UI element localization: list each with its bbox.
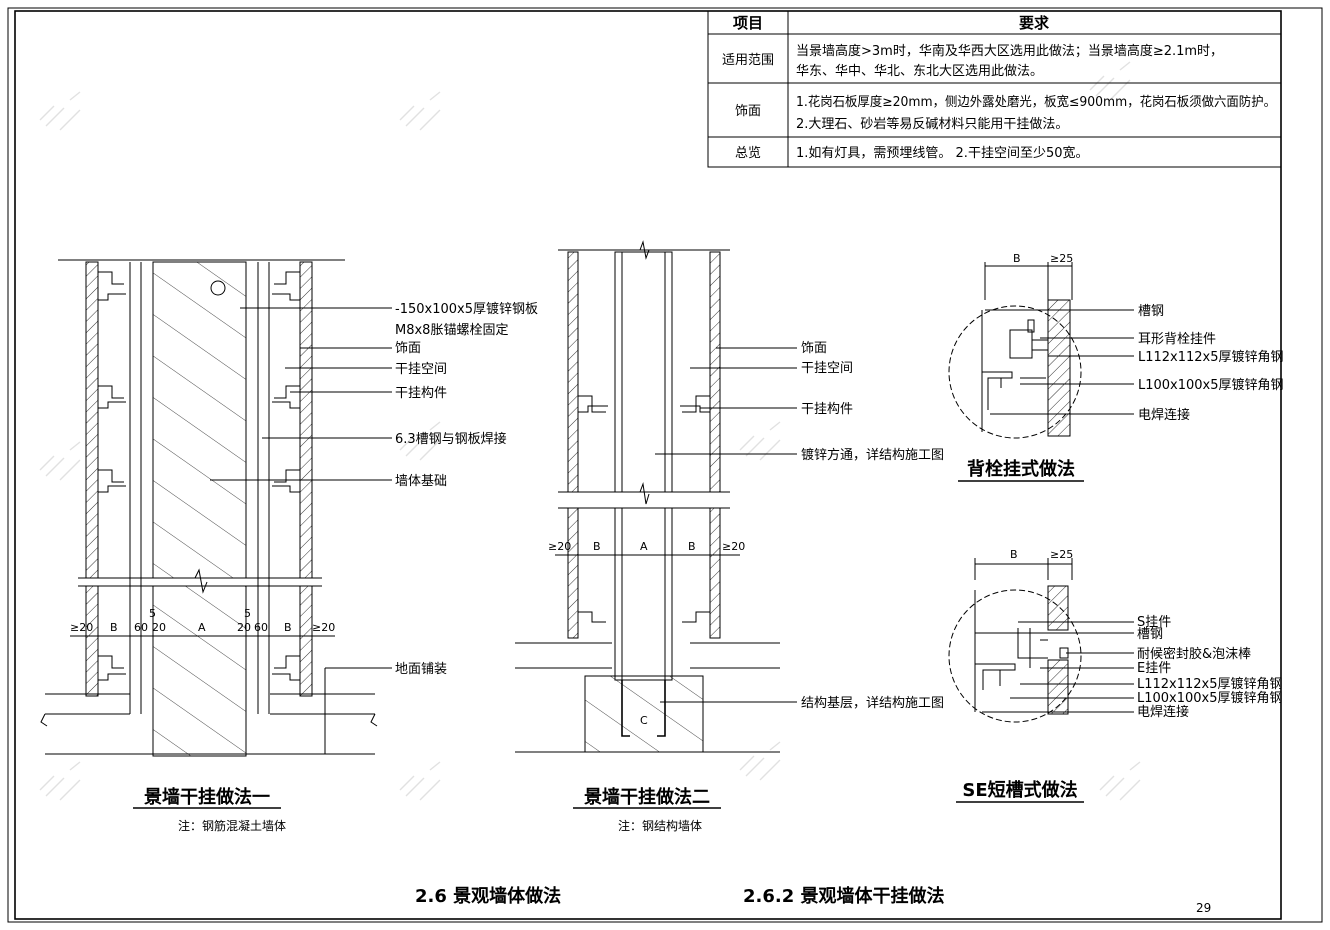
label-angle-112-4: L112x112x5厚镀锌角钢	[1137, 676, 1283, 692]
svg-text:B: B	[1013, 252, 1021, 265]
detail-1-note: 注：钢筋混凝土墙体	[178, 818, 286, 833]
label-paving: 地面铺装	[395, 662, 447, 677]
label-structure-base: 结构基层，详结构施工图	[801, 696, 944, 711]
label-bracket: 干挂构件	[395, 386, 447, 401]
detail-3-dimensions: B ≥25	[1013, 252, 1073, 265]
svg-text:B: B	[110, 621, 118, 634]
svg-text:≥25: ≥25	[1050, 252, 1073, 265]
svg-text:5: 5	[149, 607, 156, 620]
svg-text:≥25: ≥25	[1050, 548, 1073, 561]
label-channel-weld: 6.3槽钢与钢板焊接	[395, 431, 507, 447]
detail-1-dimensions: ≥20 B 60 20 A 20 60 B ≥20 5 5	[70, 607, 335, 634]
label-finish-2: 饰面	[801, 341, 827, 356]
detail-4-dimensions: B ≥25	[1010, 548, 1073, 561]
label-sealant: 耐候密封胶&泡沫棒	[1137, 646, 1251, 662]
table-header-requirement: 要求	[1019, 14, 1050, 32]
row-finish-line1: 1.花岗石板厚度≥20mm，侧边外露处磨光，板宽≤900mm，花岗石板须做六面防…	[796, 94, 1276, 110]
section-title: 2.6 景观墙体做法	[415, 885, 561, 907]
label-anchor-bolt: M8x8胀锚螺栓固定	[395, 323, 508, 338]
svg-text:B: B	[1010, 548, 1018, 561]
svg-text:≥20: ≥20	[548, 540, 571, 553]
svg-text:≥20: ≥20	[312, 621, 335, 634]
svg-text:≥20: ≥20	[70, 621, 93, 634]
label-weld: 电焊连接	[1138, 407, 1190, 423]
svg-text:A: A	[198, 621, 206, 634]
label-e-hanger: E挂件	[1137, 661, 1171, 676]
svg-text:20: 20	[152, 621, 166, 634]
row-scope-line1: 当景墙高度>3m时，华南及华西大区选用此做法；当景墙高度≥2.1m时，	[796, 43, 1223, 59]
svg-text:5: 5	[244, 607, 251, 620]
row-finish-line2: 2.大理石、砂岩等易反碱材料只能用干挂做法。	[796, 116, 1068, 132]
label-finish: 饰面	[395, 341, 421, 356]
detail-4-labels: S挂件 槽钢 耐候密封胶&泡沫棒 E挂件 L112x112x5厚镀锌角钢 L10…	[975, 615, 1283, 720]
svg-text:20: 20	[237, 621, 251, 634]
svg-text:≥20: ≥20	[722, 540, 745, 553]
label-tube: 镀锌方通，详结构施工图	[801, 447, 944, 463]
svg-text:B: B	[593, 540, 601, 553]
detail-4-drawing	[948, 558, 1082, 723]
page-number: 29	[1196, 901, 1211, 915]
label-back-bolt: 耳形背栓挂件	[1138, 332, 1216, 347]
label-s-hanger: S挂件	[1137, 615, 1171, 630]
row-item-finish: 饰面	[735, 104, 761, 119]
detail-1-title: 景墙干挂做法一	[144, 786, 270, 808]
detail-3-labels: 槽钢 耳形背栓挂件 L112x112x5厚镀锌角钢 L100x100x5厚镀锌角…	[985, 304, 1284, 423]
svg-text:60: 60	[134, 621, 148, 634]
detail-3-title: 背栓挂式做法	[967, 458, 1075, 480]
svg-text:B: B	[688, 540, 696, 553]
label-cavity: 干挂空间	[395, 362, 447, 377]
outer-frame	[7, 7, 1323, 923]
table-header-item: 项目	[733, 14, 763, 32]
label-bracket-2: 干挂构件	[801, 402, 853, 417]
row-item-overview: 总览	[735, 145, 761, 161]
detail-4-title: SE短槽式做法	[962, 779, 1077, 801]
svg-text:A: A	[640, 540, 648, 553]
label-steel-plate: -150x100x5厚镀锌钢板	[395, 301, 538, 317]
requirements-table: 项目 要求 适用范围 当景墙高度>3m时，华南及华西大区选用此做法；当景墙高度≥…	[707, 10, 1282, 168]
detail-2-drawing	[515, 240, 780, 753]
label-weld-4: 电焊连接	[1137, 704, 1189, 720]
svg-text:60: 60	[254, 621, 268, 634]
detail-1-labels: -150x100x5厚镀锌钢板 M8x8胀锚螺栓固定 饰面 干挂空间 干挂构件 …	[210, 301, 538, 677]
label-cavity-2: 干挂空间	[801, 361, 853, 376]
detail-2-dimensions: ≥20 B A B ≥20 C	[548, 540, 745, 727]
label-channel-3: 槽钢	[1138, 304, 1164, 319]
label-angle-100: L100x100x5厚镀锌角钢	[1138, 377, 1284, 393]
label-angle-100-4: L100x100x5厚镀锌角钢	[1137, 690, 1283, 706]
label-channel-4: 槽钢	[1137, 627, 1163, 642]
svg-text:C: C	[640, 714, 648, 727]
detail-2-labels: 饰面 干挂空间 干挂构件 镀锌方通，详结构施工图 结构基层，详结构施工图	[655, 341, 944, 711]
label-wall-base: 墙体基础	[395, 474, 447, 489]
detail-2-note: 注：钢结构墙体	[618, 818, 702, 833]
subsection-title: 2.6.2 景观墙体干挂做法	[743, 885, 945, 907]
detail-2-title: 景墙干挂做法二	[584, 786, 710, 808]
detail-3-drawing	[948, 262, 1082, 439]
row-overview-line1: 1.如有灯具，需预埋线管。 2.干挂空间至少50宽。	[796, 145, 1088, 161]
label-angle-112: L112x112x5厚镀锌角钢	[1138, 349, 1284, 365]
row-item-scope: 适用范围	[722, 53, 774, 68]
detail-1-drawing	[40, 259, 378, 757]
row-scope-line2: 华东、华中、华北、东北大区选用此做法。	[796, 64, 1043, 79]
inner-frame	[14, 10, 1282, 920]
svg-text:B: B	[284, 621, 292, 634]
